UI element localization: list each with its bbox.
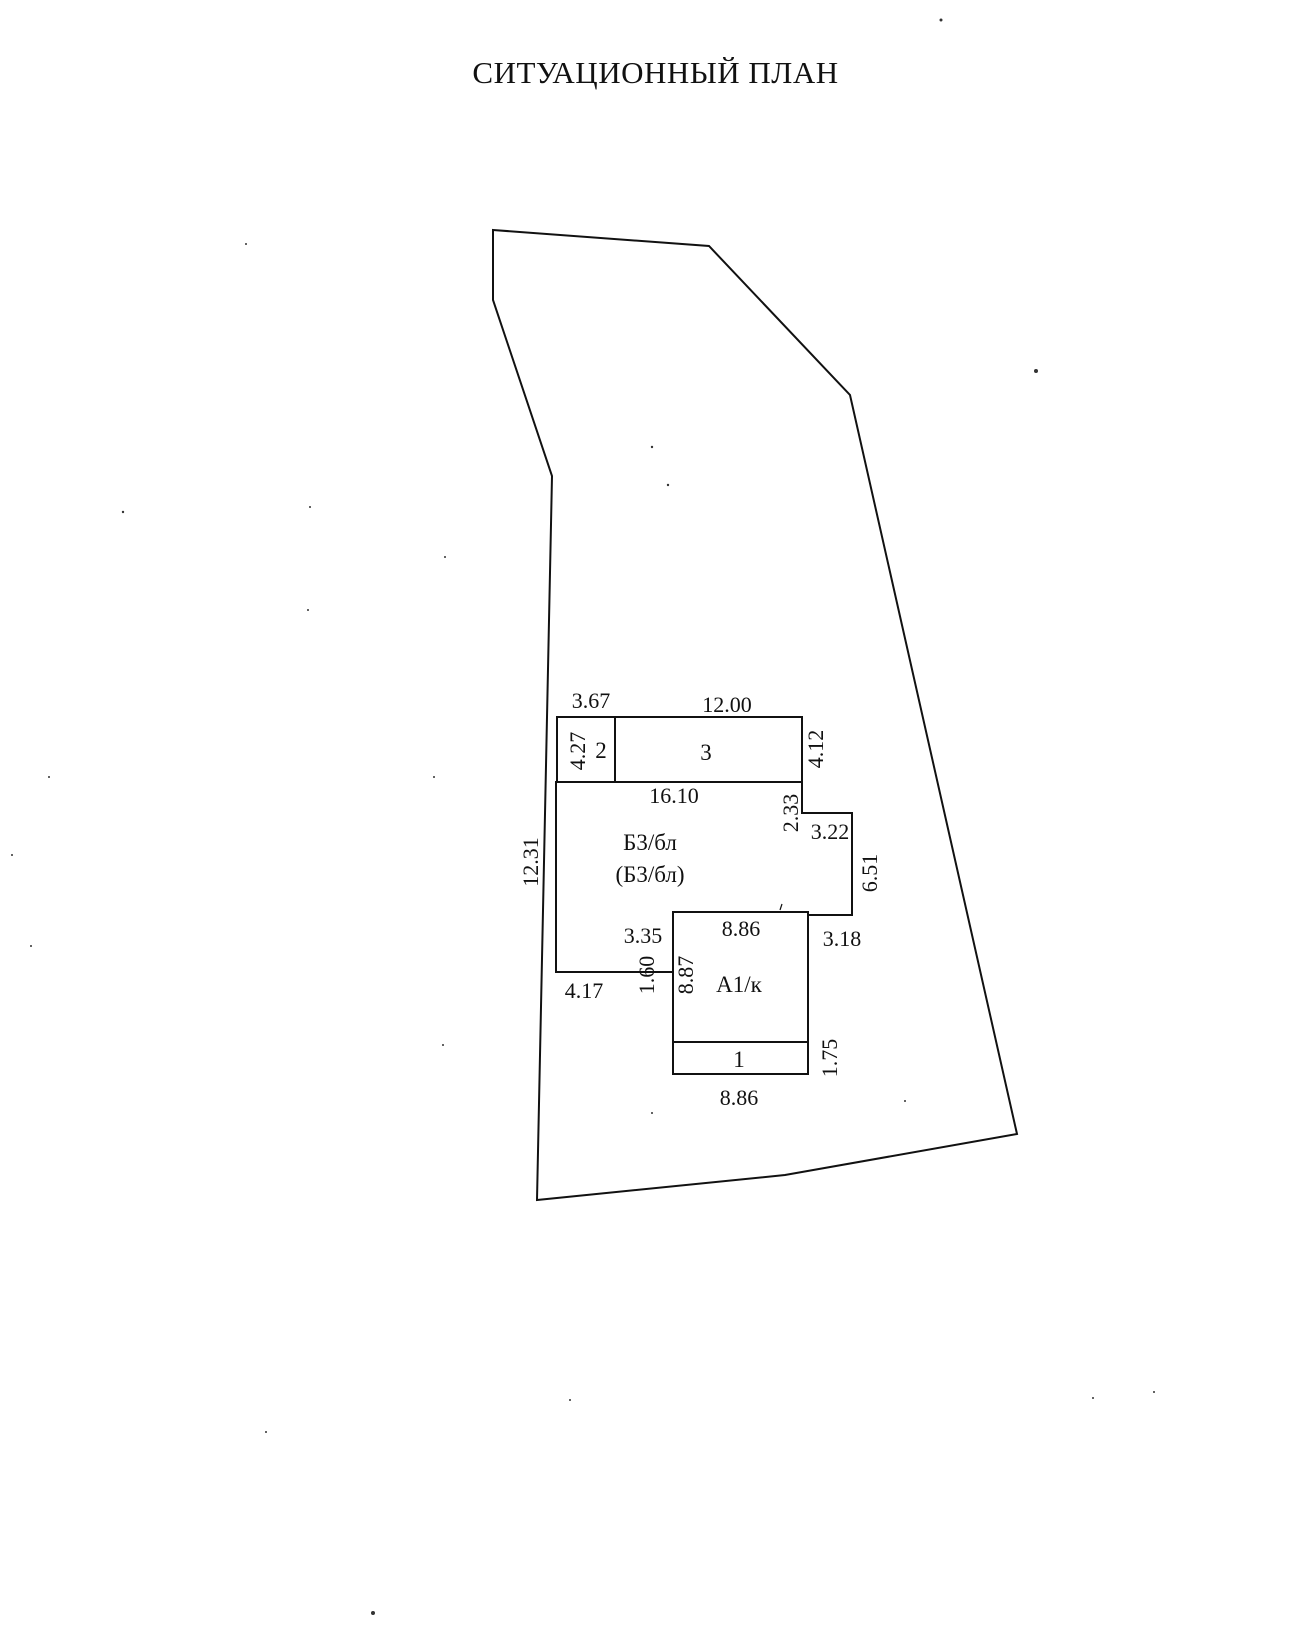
room-label-3: 3	[700, 740, 712, 765]
room-label-1: 1	[733, 1047, 745, 1072]
room-1-outline	[672, 1041, 809, 1075]
dim-4-17: 4.17	[565, 978, 604, 1003]
main-building-sublabel: (Б3/бл)	[615, 862, 684, 887]
dim-16-10: 16.10	[649, 783, 699, 808]
dim-1-60: 1.60	[634, 956, 659, 995]
dim-1-75: 1.75	[817, 1039, 842, 1078]
dim-3-22: 3.22	[811, 819, 850, 844]
annex-a1-label: А1/к	[716, 972, 763, 997]
main-building-label: Б3/бл	[623, 830, 677, 855]
dim-8-87: 8.87	[673, 956, 698, 995]
dim-3-35: 3.35	[624, 923, 663, 948]
dim-3-67: 3.67	[572, 688, 611, 713]
dim-12-31: 12.31	[518, 837, 543, 887]
dim-4-27: 4.27	[565, 732, 590, 771]
dim-4-12: 4.12	[803, 730, 828, 769]
room-label-2: 2	[595, 738, 607, 763]
dim-8-86-bottom: 8.86	[720, 1085, 759, 1110]
dim-12-00: 12.00	[702, 692, 752, 717]
dim-2-33: 2.33	[778, 794, 803, 833]
dim-6-51: 6.51	[857, 854, 882, 893]
dim-3-18: 3.18	[823, 926, 862, 951]
plot-boundary	[492, 228, 1019, 1202]
dim-8-86-top: 8.86	[722, 916, 761, 941]
plan-title: СИТУАЦИОННЫЙ ПЛАН	[472, 55, 839, 90]
scan-specks	[11, 18, 1155, 1615]
tick-mark	[779, 903, 783, 911]
